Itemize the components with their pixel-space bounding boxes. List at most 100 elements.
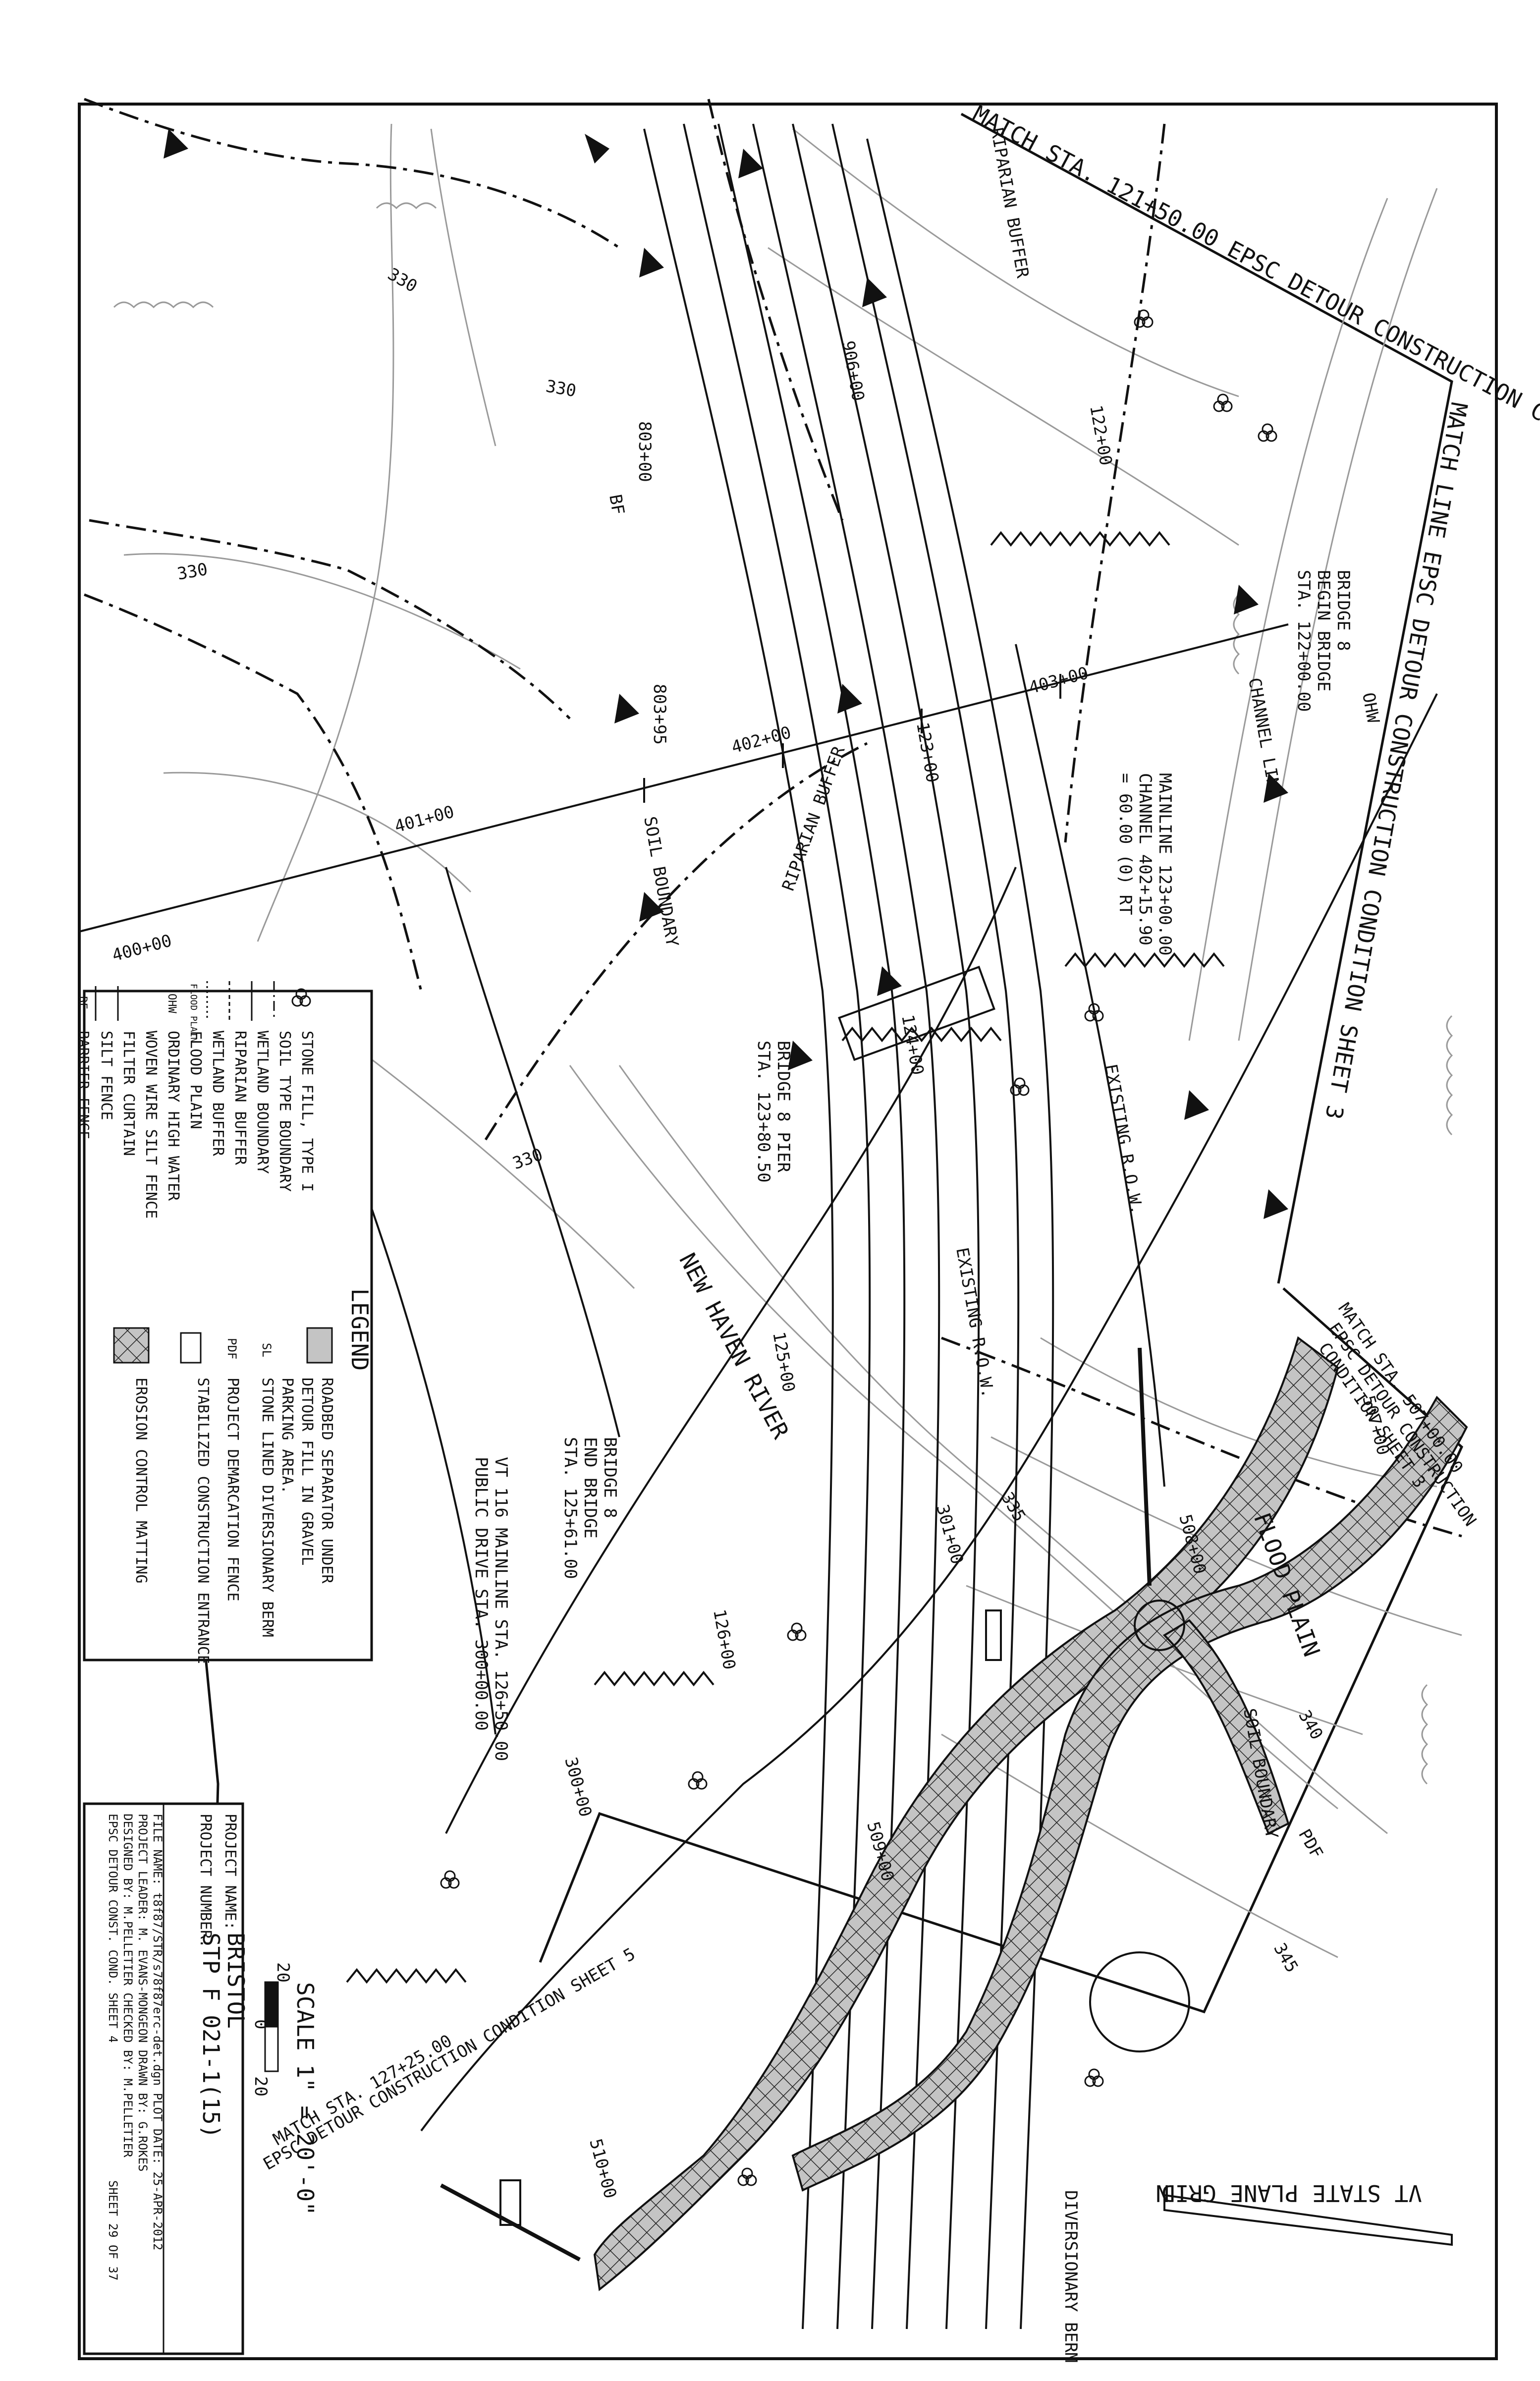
sta-126: 126+00 bbox=[709, 1608, 739, 1671]
match-line-3: MATCH LINE EPSC DETOUR CONSTRUCTION COND… bbox=[1320, 400, 1473, 1121]
diversionary-berm-label: DIVERSIONARY BERM bbox=[1061, 2190, 1081, 2363]
legend-item-7: WOVEN WIRE SILT FENCE bbox=[142, 1031, 160, 1218]
contour-335: 335 bbox=[997, 1489, 1029, 1525]
legend-right-5: STABILIZED CONSTRUCTION ENTRANCE bbox=[194, 1378, 212, 1664]
legend-title: LEGEND bbox=[346, 1288, 373, 1371]
project-number: STP F 021-1(15) bbox=[198, 1933, 224, 2138]
title-block: PROJECT NAME: BRISTOL PROJECT NUMBER: ST… bbox=[83, 1802, 319, 2355]
sta-906: 906+00 bbox=[838, 339, 868, 403]
project-name-label: PROJECT NAME: bbox=[221, 1814, 239, 1930]
silt-fence-zigzag bbox=[346, 531, 1225, 1984]
contour-330-a: 330 bbox=[385, 264, 421, 296]
mainline-label-3: = 60.00 (0) RT bbox=[1115, 773, 1135, 915]
legend-sym-flood: FLOOD PLAIN bbox=[188, 984, 199, 1043]
project-name: BRISTOL bbox=[222, 1933, 249, 2029]
entrance-legend-icon bbox=[180, 1332, 202, 1364]
matting-legend-icon bbox=[113, 1327, 150, 1364]
sta-301: 301+00 bbox=[932, 1502, 967, 1566]
bridge-begin-3: STA. 122+00.00 bbox=[1294, 570, 1314, 712]
sta-123: 123+00 bbox=[912, 721, 942, 784]
legend-item-6: ORDINARY HIGH WATER bbox=[165, 1031, 182, 1201]
legend-item-5: FLOOD PLAIN bbox=[187, 1031, 204, 1129]
legend-right-4: PROJECT DEMARCATION FENCE bbox=[224, 1378, 241, 1602]
bf-label: BF bbox=[605, 493, 628, 516]
river-banks bbox=[346, 693, 1438, 2132]
legend-item-10: BARRIER FENCE bbox=[76, 1031, 92, 1139]
bridge-begin-1: BRIDGE 8 bbox=[1333, 570, 1353, 651]
legend-item-3: RIPARIAN BUFFER bbox=[231, 1031, 249, 1165]
bridge-end-3: STA. 125+61.00 bbox=[560, 1437, 580, 1579]
channel-line bbox=[79, 623, 1289, 933]
legend-right-1: DETOUR FILL IN GRAVEL bbox=[298, 1378, 316, 1565]
file-line: FILE NAME: t8f87/STR/s78f87erc-det.dgn P… bbox=[151, 1814, 165, 2250]
sta-803-95: 803+95 bbox=[650, 684, 669, 745]
bridge-end-1: BRIDGE 8 bbox=[600, 1437, 620, 1518]
scale-label: SCALE 1" = 20'-0" bbox=[292, 1982, 319, 2215]
legend-sym-bf: BF bbox=[76, 996, 89, 1009]
legend-item-8: FILTER CURTAIN bbox=[120, 1031, 137, 1156]
channel-line-label: CHANNEL LINE bbox=[1244, 676, 1285, 800]
legend-box bbox=[83, 990, 373, 1661]
pdf-label: PDF bbox=[1294, 1826, 1326, 1862]
scale-0: 0 bbox=[251, 2019, 271, 2029]
legend-right-column: ROADBED SEPARATOR UNDER DETOUR FILL IN G… bbox=[113, 1327, 335, 1664]
sta-125: 125+00 bbox=[769, 1330, 799, 1394]
wetland-flags bbox=[164, 129, 1288, 1219]
tree-lines bbox=[113, 202, 1453, 1785]
sheet-border bbox=[78, 103, 1498, 2360]
bridge-pier-1: BRIDGE 8 PIER bbox=[773, 1041, 793, 1173]
project-number-label: PROJECT NUMBER: bbox=[197, 1814, 214, 1948]
north-arrow: VT STATE PLANE GRID N bbox=[1155, 2180, 1453, 2246]
roadbed-legend-icon bbox=[306, 1327, 333, 1364]
legend-sym-sl: SL bbox=[260, 1343, 274, 1357]
ohw-label: OHW bbox=[1358, 691, 1383, 725]
bridge-end-2: END BRIDGE bbox=[580, 1437, 600, 1539]
legend-sym-pdf: PDF bbox=[225, 1338, 239, 1359]
sta-400: 400+00 bbox=[110, 931, 174, 965]
erosion-matting bbox=[593, 1336, 1468, 2291]
scale-20a: 20 bbox=[273, 1962, 293, 1983]
legend-right-3: STONE LINED DIVERSIONARY BERM bbox=[259, 1378, 276, 1637]
legend-item-0: STONE FILL, TYPE I bbox=[298, 1031, 316, 1192]
stone-fill-legend-icon bbox=[291, 988, 311, 1007]
mainline-label-2: CHANNEL 402+15.90 bbox=[1135, 773, 1155, 945]
north-n-label: N bbox=[1155, 2180, 1169, 2207]
vt116-label-2: PUBLIC DRIVE STA. 300+00.00 bbox=[471, 1457, 491, 1731]
structures bbox=[440, 965, 1190, 2262]
legend-item-1: SOIL TYPE BOUNDARY bbox=[276, 1031, 293, 1192]
scale-20b: 20 bbox=[251, 2076, 271, 2097]
leader-line: PROJECT LEADER: M. EVANS-MONGEON DRAWN B… bbox=[136, 1814, 150, 2171]
legend-item-9: SILT FENCE bbox=[98, 1031, 115, 1120]
legend-left-column: STONE FILL, TYPE I SOIL TYPE BOUNDARY WE… bbox=[76, 981, 316, 1218]
bridge-begin-2: BEGIN BRIDGE bbox=[1314, 570, 1333, 692]
sta-403: 403+00 bbox=[1027, 663, 1091, 698]
existing-row-label: EXISTING R.O.W. bbox=[1100, 1063, 1147, 1216]
scale-bar-light bbox=[264, 2026, 279, 2072]
sta-122: 122+00 bbox=[1086, 404, 1116, 467]
sheet-number: SHEET 29 OF 37 bbox=[106, 2180, 120, 2280]
vt116-label-1: VT 116 MAINLINE STA. 126+50.00 bbox=[491, 1457, 511, 1761]
designed-line: DESIGNED BY: M.PELLETIER CHECKED BY: M.P… bbox=[121, 1814, 135, 2158]
legend-right-6: EROSION CONTROL MATTING bbox=[132, 1378, 150, 1583]
legend-item-2: WETLAND BOUNDARY bbox=[254, 1031, 271, 1174]
contour-330-c: 330 bbox=[176, 559, 209, 584]
legend-line-samples bbox=[95, 981, 275, 1021]
sta-803: 803+00 bbox=[635, 421, 655, 482]
north-grid-label: VT STATE PLANE GRID bbox=[1161, 2180, 1422, 2207]
existing-row-label-2: EXISTING R.O.W. bbox=[952, 1246, 998, 1399]
soil-boundary-label: SOIL BOUNDARY bbox=[640, 815, 682, 948]
contour-330-b: 330 bbox=[544, 376, 577, 401]
bridge-pier-2: STA. 123+80.50 bbox=[754, 1041, 773, 1183]
sta-510: 510+00 bbox=[585, 2137, 620, 2201]
sta-401: 401+00 bbox=[392, 802, 456, 836]
legend-sym-ohw: OHW bbox=[165, 994, 178, 1013]
roadway-alignments bbox=[643, 123, 1165, 2329]
sta-124: 124+00 bbox=[897, 1013, 928, 1077]
north-arrow-icon bbox=[1163, 2194, 1453, 2246]
mainline-label-1: MAINLINE 123+00.00 bbox=[1155, 773, 1175, 955]
stone-fill-symbols bbox=[440, 309, 1277, 2186]
legend-right-2: PARKING AREA. bbox=[278, 1378, 296, 1494]
legend: LEGEND STONE FILL, TYPE I SOIL TYPE BOUN… bbox=[76, 981, 373, 1664]
